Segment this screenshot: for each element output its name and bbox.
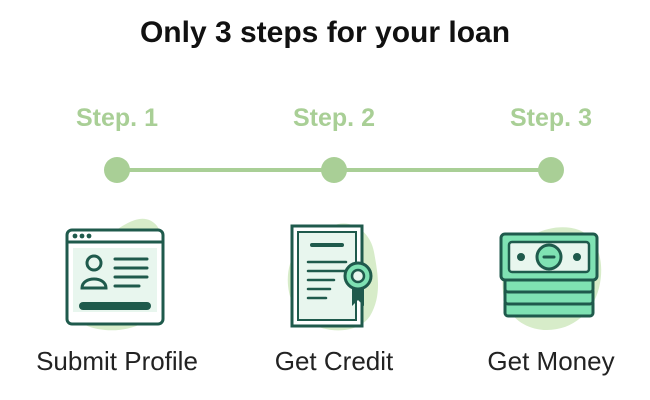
step-3-caption: Get Money — [487, 346, 615, 376]
step-3-label: Step. 3 — [510, 104, 592, 132]
step-1-label: Step. 1 — [76, 104, 158, 132]
page-title: Only 3 steps for your loan — [139, 16, 511, 49]
profile-form-icon — [65, 218, 165, 331]
step-2-label: Step. 2 — [293, 104, 375, 132]
step-1-dot — [104, 157, 130, 183]
step-2-dot — [321, 157, 347, 183]
step-timeline — [104, 157, 564, 183]
money-stack-icon — [499, 227, 602, 330]
step-3-dot — [538, 157, 564, 183]
step-1-icon-wrap — [57, 212, 177, 338]
step-2-icon-wrap — [274, 212, 394, 338]
certificate-icon — [287, 223, 378, 331]
step-1-caption: Submit Profile — [36, 346, 198, 376]
step-3-icon-wrap — [491, 212, 611, 338]
step-2-caption: Get Credit — [274, 346, 394, 376]
